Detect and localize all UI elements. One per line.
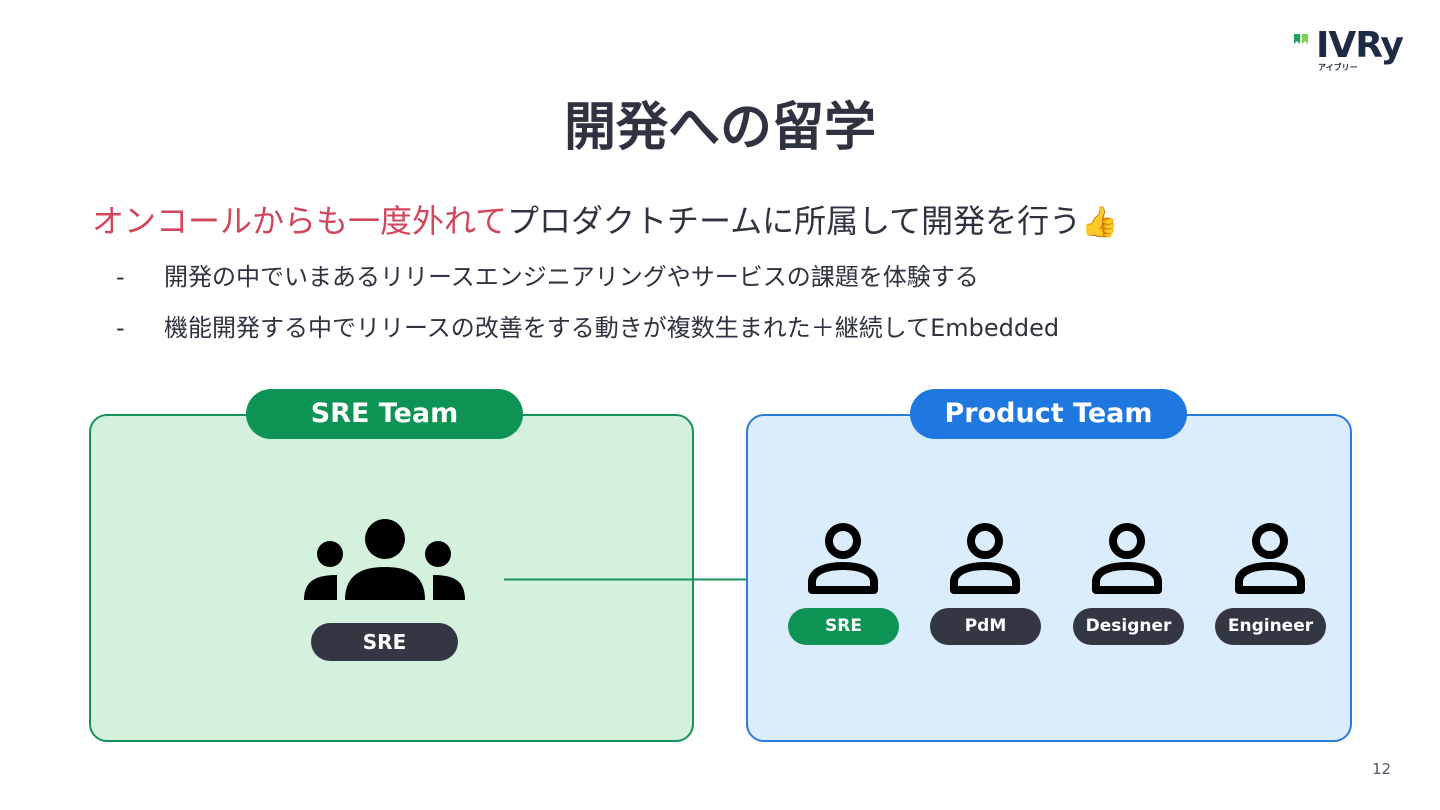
role-badge-designer: Designer — [1073, 608, 1184, 645]
person-icon — [808, 523, 878, 594]
slide-title: 開発への留学 — [563, 98, 876, 158]
logo-subtext: アイブリー — [1318, 63, 1358, 72]
page-number: 12 — [1372, 760, 1392, 778]
lead-accent-text: オンコールからも一度外れて — [92, 202, 508, 240]
bullet-text: 開発の中でいまあるリリースエンジニアリングやサービスの課題を体験する — [164, 263, 979, 291]
lead-sentence: オンコールからも一度外れてプロダクトチームに所属して開発を行う👍 — [92, 196, 1119, 246]
bullet-dash: - — [116, 263, 125, 291]
group-people-icon — [304, 519, 465, 600]
person-icon — [1235, 523, 1305, 594]
role-badge-sre: SRE — [788, 608, 899, 645]
thumbs-up-icon: 👍 — [1081, 205, 1119, 240]
logo-wordmark: IVRy — [1316, 25, 1404, 66]
person-icon — [1092, 523, 1162, 594]
bullet-dash: - — [116, 314, 125, 342]
role-badge-engineer: Engineer — [1215, 608, 1326, 645]
ivry-logo: IVRy アイブリー — [1292, 25, 1412, 74]
sre-team-label: SRE Team — [246, 389, 523, 439]
bullet-item: - 機能開発する中でリリースの改善をする動きが複数生まれた＋継続してEmbedde… — [116, 310, 1059, 346]
bullet-item: - 開発の中でいまあるリリースエンジニアリングやサービスの課題を体験する — [116, 259, 979, 295]
product-team-label: Product Team — [910, 389, 1187, 439]
role-badge-pdm: PdM — [930, 608, 1041, 645]
bullet-text: 機能開発する中でリリースの改善をする動きが複数生まれた＋継続してEmbedded — [164, 314, 1060, 342]
lead-rest-text: プロダクトチームに所属して開発を行う — [507, 202, 1082, 240]
sre-member-badge: SRE — [311, 623, 458, 661]
logo-flag-icon — [1294, 34, 1308, 44]
person-icon — [950, 523, 1020, 594]
